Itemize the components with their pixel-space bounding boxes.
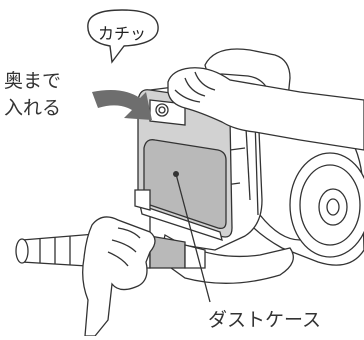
dust-case-label: ダストケース [208,309,322,331]
instruction-line-1: 奥まで [4,70,62,92]
push-arrow-icon [92,90,152,120]
dust-case-icon [134,89,233,241]
hand-pressing-icon [167,67,364,151]
click-sound-text: カチッ [97,24,146,43]
speech-bubble-icon [87,9,159,64]
callout-dot [173,171,179,177]
wheel-icon [289,152,364,258]
instruction-line-2: 入れる [4,97,62,119]
callout-leader-line [175,173,211,303]
hand-holding-hose-icon [82,216,156,337]
